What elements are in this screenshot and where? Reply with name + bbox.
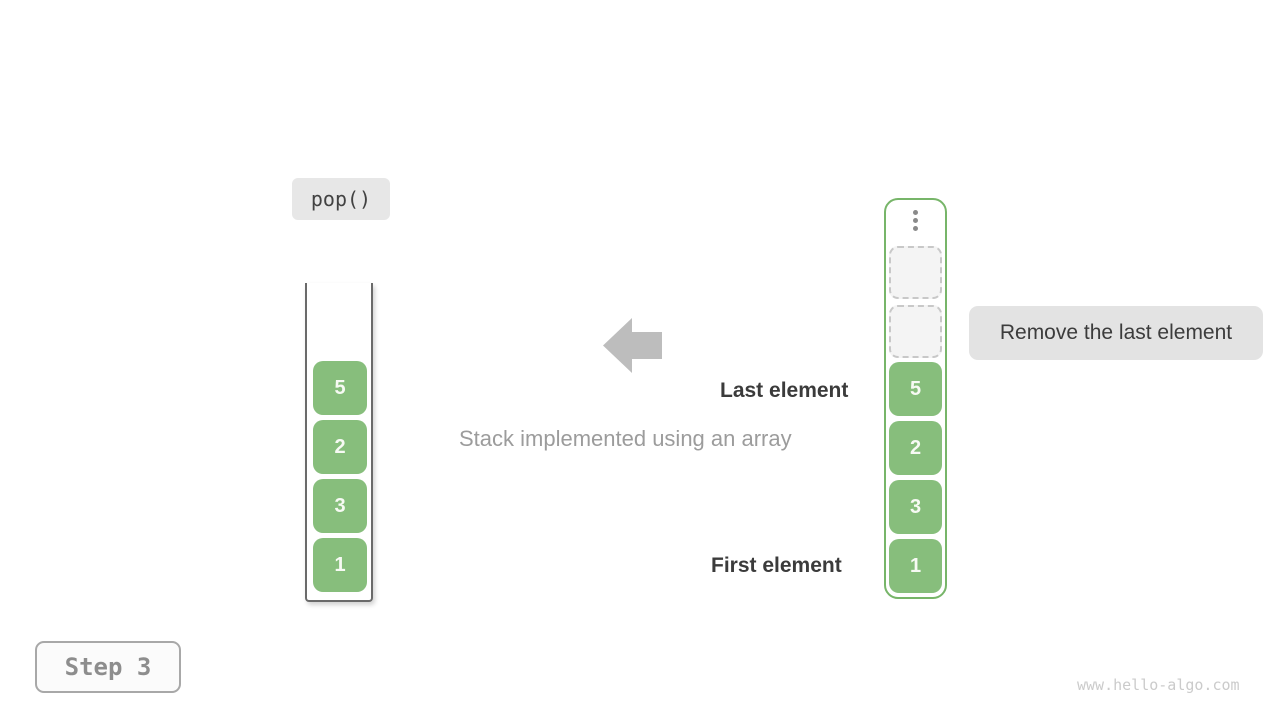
empty-array-slot	[889, 246, 942, 299]
stack-container: 5 2 3 1	[305, 283, 373, 602]
stack-cell: 1	[313, 538, 367, 592]
array-cell: 1	[889, 539, 942, 593]
array-container: 5 2 3 1	[884, 198, 947, 599]
watermark-text: www.hello-algo.com	[1077, 676, 1240, 694]
annotation-badge: Remove the last element	[969, 306, 1263, 360]
stack-cell: 2	[313, 420, 367, 474]
stack-cell: 5	[313, 361, 367, 415]
vertical-dots-icon	[886, 210, 945, 231]
first-element-label: First element	[711, 554, 842, 577]
last-element-label: Last element	[720, 379, 849, 402]
caption-text: Stack implemented using an array	[459, 426, 792, 451]
array-cell: 5	[889, 362, 942, 416]
array-cell: 3	[889, 480, 942, 534]
array-cell: 2	[889, 421, 942, 475]
step-indicator: Step 3	[35, 641, 181, 693]
operation-badge: pop()	[292, 178, 390, 220]
empty-array-slot	[889, 305, 942, 358]
left-arrow-icon	[603, 318, 662, 373]
stack-cell: 3	[313, 479, 367, 533]
